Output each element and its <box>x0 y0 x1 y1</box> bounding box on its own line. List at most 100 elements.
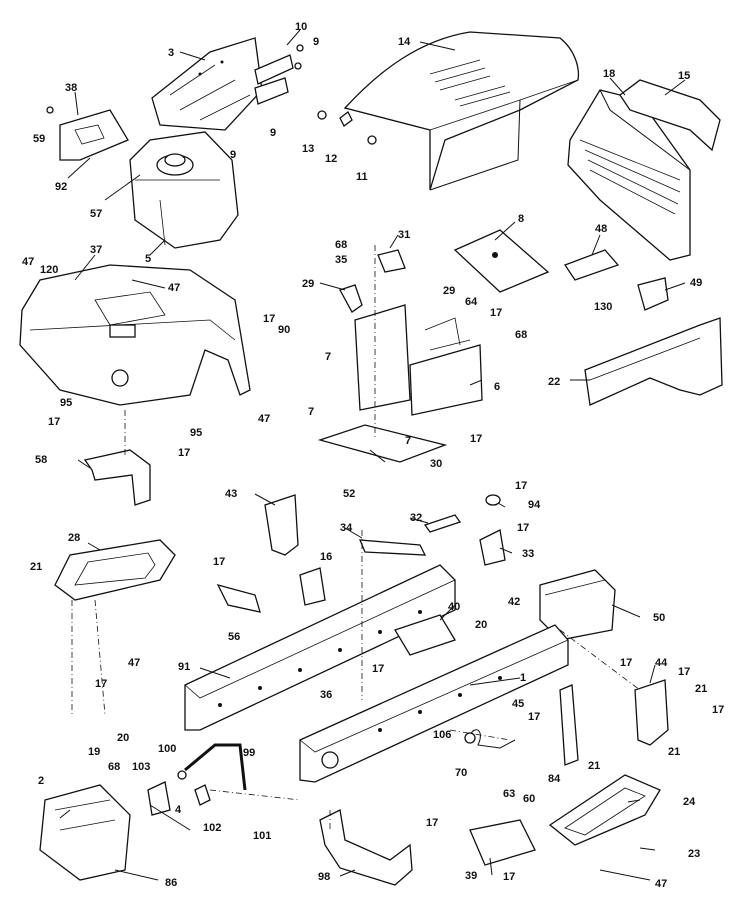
callout-102: 102 <box>203 822 221 834</box>
callout-59: 59 <box>33 133 45 145</box>
callout-13: 13 <box>302 143 314 155</box>
front-bracket-44-drawing <box>634 679 669 746</box>
callout-47: 47 <box>168 282 180 294</box>
callout-94: 94 <box>528 499 541 511</box>
callout-15: 15 <box>678 70 690 82</box>
left-running-board-drawing <box>54 539 176 601</box>
callout-17: 17 <box>426 817 438 829</box>
callout-20: 20 <box>475 619 487 631</box>
bracket-98-drawing <box>319 809 413 886</box>
grille-drawing <box>567 89 691 261</box>
fuel-tank-drawing <box>129 131 239 249</box>
callout-21: 21 <box>30 561 42 573</box>
callout-43: 43 <box>225 488 237 500</box>
pad-drawing <box>299 567 326 606</box>
callout-17: 17 <box>213 556 225 568</box>
callout-20: 20 <box>117 732 129 744</box>
bottom-plate-drawing <box>317 424 448 463</box>
front-axle-bracket-drawing <box>539 569 616 641</box>
callout-17: 17 <box>515 480 527 492</box>
callout-70: 70 <box>455 767 467 779</box>
callout-17: 17 <box>95 678 107 690</box>
callout-103: 103 <box>132 761 150 773</box>
bar-34-drawing <box>358 539 427 556</box>
callout-7: 7 <box>405 435 411 447</box>
callout-17: 17 <box>48 416 60 428</box>
front-skirt-drawing <box>584 317 723 406</box>
callout-6: 6 <box>494 381 500 393</box>
callout-8: 8 <box>518 213 524 225</box>
fender-drawing <box>19 264 251 406</box>
bar-32-drawing <box>423 514 462 533</box>
bracket-40-drawing <box>394 614 456 656</box>
pedal-link-drawing <box>464 729 516 749</box>
callout-42: 42 <box>508 596 520 608</box>
bracket-set-drawing <box>254 44 304 105</box>
plate-drawing <box>46 106 129 161</box>
callout-90: 90 <box>278 324 290 336</box>
bracket-39-drawing <box>469 819 536 866</box>
callout-92: 92 <box>55 181 67 193</box>
callout-1: 1 <box>520 672 526 684</box>
callout-2: 2 <box>38 775 44 787</box>
leader-lines <box>59 29 686 881</box>
callout-47: 47 <box>128 657 140 669</box>
callout-86: 86 <box>165 877 177 889</box>
callout-4: 4 <box>175 804 182 816</box>
callout-49: 49 <box>690 277 702 289</box>
console-box-drawing <box>354 304 483 416</box>
callout-91: 91 <box>178 661 190 673</box>
bracket-43-drawing <box>264 494 299 556</box>
bracket-56-drawing <box>216 583 261 613</box>
callout-84: 84 <box>548 773 561 785</box>
callout-10: 10 <box>295 21 307 33</box>
callout-18: 18 <box>603 68 615 80</box>
callout-35: 35 <box>335 254 347 266</box>
bracket-33-drawing <box>479 494 506 566</box>
callout-39: 39 <box>465 870 477 882</box>
callout-45: 45 <box>512 698 524 710</box>
callout-17: 17 <box>263 313 275 325</box>
lower-bracket-2-drawing <box>39 784 131 881</box>
callout-17: 17 <box>712 704 724 716</box>
callout-21: 21 <box>668 746 680 758</box>
callout-69: 68 <box>108 761 120 773</box>
callout-68: 68 <box>335 239 347 251</box>
seat-bracket-drawing <box>83 449 151 506</box>
callout-29: 29 <box>443 285 455 297</box>
callout-17: 17 <box>503 871 515 883</box>
rod-drawing <box>177 743 247 806</box>
callout-5: 5 <box>145 253 151 265</box>
callout-44: 44 <box>655 657 668 669</box>
callout-3: 3 <box>168 47 174 59</box>
callout-17: 17 <box>372 663 384 675</box>
callout-19: 19 <box>88 746 100 758</box>
callout-21: 21 <box>588 760 600 772</box>
left-frame-rail-drawing <box>184 564 456 731</box>
callout-21: 21 <box>695 683 707 695</box>
right-frame-rail-drawing <box>299 624 569 783</box>
front-bracket-drawing <box>564 249 669 311</box>
callout-7: 7 <box>325 351 331 363</box>
bracket-84-drawing <box>559 684 579 766</box>
callout-47: 47 <box>22 256 34 268</box>
callout-37: 37 <box>90 244 102 256</box>
callout-98: 98 <box>318 871 330 883</box>
callout-106: 106 <box>433 729 451 741</box>
callout-50: 50 <box>653 612 665 624</box>
hood-drawing <box>343 31 580 191</box>
grille-insert-drawing <box>619 79 721 152</box>
callout-68: 68 <box>515 329 527 341</box>
callout-30: 30 <box>430 458 442 470</box>
callout-17: 17 <box>517 522 529 534</box>
callout-17: 17 <box>178 447 190 459</box>
callout-9: 9 <box>270 127 276 139</box>
callout-38: 38 <box>65 82 77 94</box>
callout-60: 60 <box>523 793 535 805</box>
callout-56: 56 <box>228 631 240 643</box>
callout-17: 17 <box>470 433 482 445</box>
callout-100: 100 <box>158 743 176 755</box>
callout-17: 17 <box>620 657 632 669</box>
callout-29: 29 <box>302 278 314 290</box>
callout-33: 33 <box>522 548 534 560</box>
